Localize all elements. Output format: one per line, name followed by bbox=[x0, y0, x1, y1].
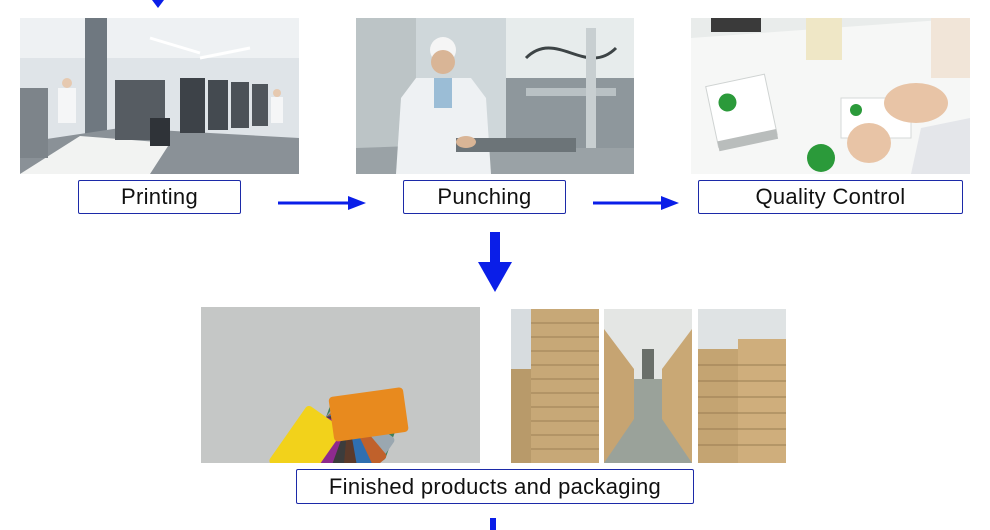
printing-label: Printing bbox=[78, 180, 241, 214]
warehouse-aisle-photo bbox=[604, 309, 692, 463]
punching-label: Punching bbox=[403, 180, 566, 214]
finished-products-label: Finished products and packaging bbox=[296, 469, 694, 504]
arrow-printing-to-punching bbox=[278, 196, 366, 210]
arrow-down-to-finished bbox=[478, 232, 512, 292]
boxes-pile-photo bbox=[698, 309, 786, 463]
arrow-punching-to-quality bbox=[593, 196, 679, 210]
printing-photo bbox=[20, 18, 299, 174]
punching-photo bbox=[356, 18, 634, 174]
quality-control-photo bbox=[691, 18, 970, 174]
card-fan-photo bbox=[201, 307, 480, 463]
quality-control-label: Quality Control bbox=[698, 180, 963, 214]
arrow-out-bottom bbox=[490, 518, 496, 530]
boxes-stack-photo bbox=[511, 309, 599, 463]
arrow-in-top bbox=[152, 0, 164, 8]
